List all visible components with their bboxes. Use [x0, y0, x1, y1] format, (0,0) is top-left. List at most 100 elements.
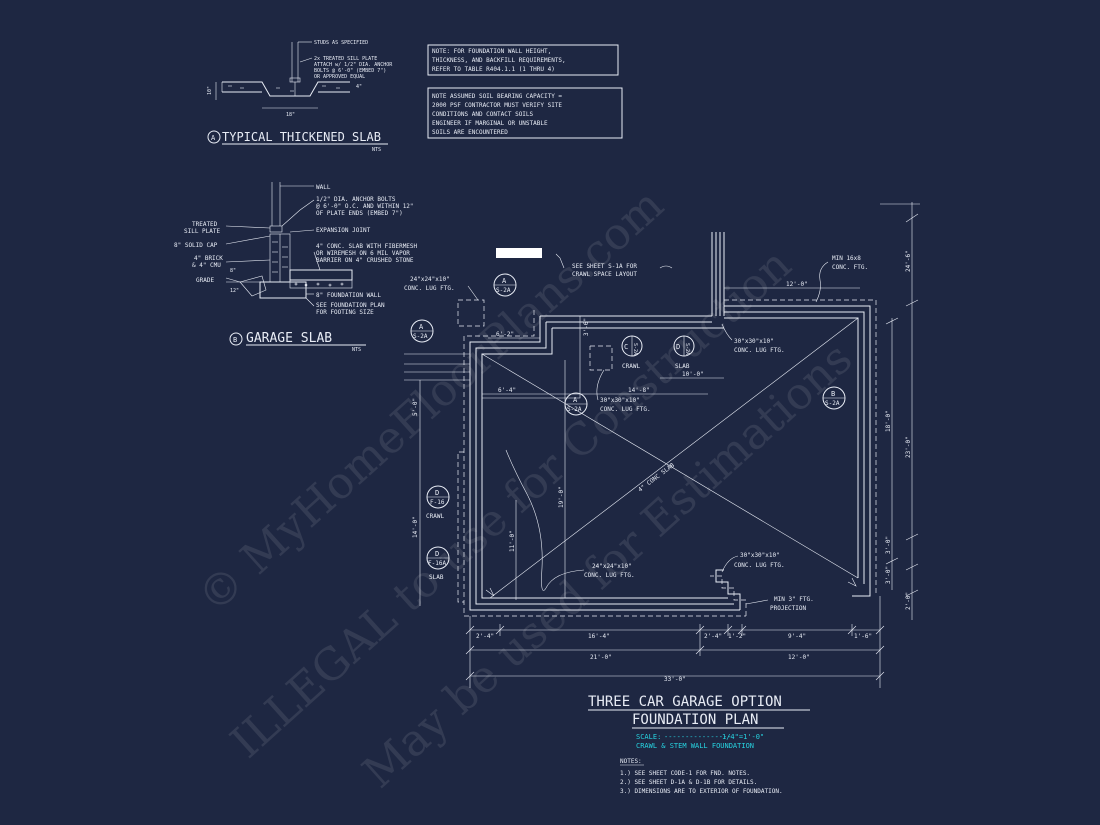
- detail-b-callout-right-10: SEE FOUNDATION PLAN: [316, 302, 385, 309]
- svg-text:C: C: [624, 343, 628, 351]
- detail-b-callout-right-3: @ 6'-0" O.C. AND WITHIN 12": [316, 203, 414, 210]
- general-notes: NOTES: 1.) SEE SHEET CODE-1 FOR FND. NOT…: [620, 758, 783, 795]
- section-tag-a-mid: A S-2A: [564, 392, 588, 416]
- detail-a-dim-width: 18": [286, 112, 295, 118]
- note1-line-3: REFER TO TABLE R404.1.1 (1 THRU 4): [432, 66, 555, 73]
- section-tag-a-left: A S-2A: [410, 319, 434, 343]
- svg-text:A: A: [573, 396, 578, 404]
- note2-line-2: 2000 PSF CONTRACTOR MUST VERIFY SITE: [432, 102, 562, 109]
- svg-text:SLAB: SLAB: [675, 363, 690, 370]
- dim-top-1: 6'-2": [496, 331, 514, 338]
- callout-lug-24-top-2: CONC. LUG FTG.: [404, 285, 455, 292]
- section-tag-d-slab: D S-2A SLAB: [673, 335, 695, 370]
- detail-a-callout-sill-4: OR APPROVED EQUAL: [314, 74, 365, 80]
- title-subtitle: CRAWL & STEM WALL FOUNDATION: [636, 742, 754, 750]
- dim-left-3: 11'-0": [509, 530, 516, 552]
- svg-text:B: B: [831, 390, 835, 398]
- dim-top-3: 3'-6": [583, 318, 590, 336]
- svg-text:SLAB: SLAB: [429, 574, 444, 581]
- foundation-plan: SEE SHEET S-1A FOR CRAWL SPACE LAYOUT 24…: [404, 202, 920, 688]
- dim-bottom-row2-1: 21'-0": [590, 654, 612, 661]
- notes-item-1: 1.) SEE SHEET CODE-1 FOR FND. NOTES.: [620, 770, 750, 777]
- detail-a-callout-studs: STUDS AS SPECIFIED: [314, 40, 368, 46]
- note-box-soil-bearing: NOTE ASSUMED SOIL BEARING CAPACITY = 200…: [427, 87, 623, 139]
- dim-right-3: 23'-0": [905, 436, 912, 458]
- dim-right-4: 3'-0": [885, 536, 892, 554]
- callout-lug-24-bot-2: CONC. LUG FTG.: [584, 572, 635, 579]
- section-tag-c-crawl: C S-2A CRAWL: [621, 335, 643, 370]
- note2-line-1: NOTE ASSUMED SOIL BEARING CAPACITY =: [432, 93, 562, 100]
- svg-text:CRAWL: CRAWL: [622, 363, 640, 370]
- dim-top-5: 10'-0": [682, 371, 704, 378]
- callout-lug-30-right-2: CONC. LUG FTG.: [734, 347, 785, 354]
- detail-b-callout-right-6: 4" CONC. SLAB WITH FIBERMESH: [316, 243, 418, 250]
- detail-b-callout-right-1: WALL: [316, 184, 331, 191]
- section-tag-d-crawl-left: D F-16 CRAWL: [426, 485, 450, 520]
- svg-text:D: D: [435, 550, 439, 558]
- dim-left-1: 5'-0": [412, 398, 419, 416]
- dim-left-4: 19'-0": [558, 486, 565, 508]
- note1-line-1: NOTE: FOR FOUNDATION WALL HEIGHT,: [432, 48, 551, 55]
- scale-dashes: ----------------: [664, 733, 731, 741]
- note2-line-3: CONDITIONS AND CONTACT SOILS: [432, 111, 534, 118]
- svg-text:F-16: F-16: [430, 499, 445, 506]
- dim-right-1: 24'-6": [905, 250, 912, 272]
- dim-right-2: 18'-0": [885, 410, 892, 432]
- callout-lug-24-bot-1: 24"x24"x10": [592, 563, 632, 570]
- note1-line-2: THICKNESS, AND BACKFILL REQUIREMENTS,: [432, 57, 566, 64]
- detail-b-dim-2: 12": [230, 288, 239, 294]
- detail-a-title: TYPICAL THICKENED SLAB: [222, 130, 381, 144]
- title-line-2: FOUNDATION PLAN: [632, 712, 758, 728]
- dim-top-6: 6'-4": [498, 387, 516, 394]
- redaction-box: [496, 248, 542, 258]
- callout-min-ftg-1: MIN 16x8: [832, 255, 861, 262]
- note2-line-5: SOILS ARE ENCOUNTERED: [432, 129, 508, 136]
- svg-text:S-2A: S-2A: [413, 333, 428, 340]
- dim-bottom-row1-5: 9'-4": [788, 633, 806, 640]
- detail-b-callout-right-8: BARRIER ON 4" CRUSHED STONE: [316, 257, 414, 264]
- dim-bottom-row1-4: 1'-2": [728, 633, 746, 640]
- dim-right-5: 3'-0": [885, 566, 892, 584]
- section-tag-a-top: A S-2A: [493, 273, 517, 297]
- dim-left-2: 14'-0": [412, 516, 419, 538]
- note2-line-4: ENGINEER IF MARGINAL OR UNSTABLE: [432, 120, 548, 127]
- detail-a-callout-sill-1: 2x TREATED SILL PLATE: [314, 56, 377, 62]
- detail-b-callout-left-1: TREATED: [192, 221, 218, 228]
- svg-text:S-2A: S-2A: [632, 343, 638, 355]
- callout-lug-30-bot-1: 30"x30"x10": [740, 552, 780, 559]
- svg-text:S-2A: S-2A: [567, 406, 582, 413]
- svg-text:CRAWL: CRAWL: [426, 513, 444, 520]
- detail-b-callout-right-9: 8" FOUNDATION WALL: [316, 292, 381, 299]
- svg-text:S-2A: S-2A: [825, 400, 840, 407]
- callout-lug-30-mid-2: CONC. LUG FTG.: [600, 406, 651, 413]
- callout-lug-24-top-1: 24"x24"x10": [410, 276, 450, 283]
- dim-bottom-row3: 33'-0": [664, 676, 686, 683]
- callout-see-sheet-2: CRAWL SPACE LAYOUT: [572, 271, 637, 278]
- detail-b-garage-slab: WALL 1/2" DIA. ANCHOR BOLTS @ 6'-0" O.C.…: [174, 182, 418, 353]
- detail-b-callout-left-6: GRADE: [196, 277, 214, 284]
- callout-lug-30-right-1: 30"x30"x10": [734, 338, 774, 345]
- detail-b-callout-right-2: 1/2" DIA. ANCHOR BOLTS: [316, 196, 396, 203]
- detail-b-callout-left-5: & 4" CMU: [192, 262, 221, 269]
- section-tag-b-right: B S-2A: [822, 386, 846, 410]
- detail-b-callout-right-4: OF PLATE ENDS (EMBED 7"): [316, 210, 403, 217]
- detail-b-callout-right-5: EXPANSION JOINT: [316, 227, 371, 234]
- scale-label: SCALE:: [636, 733, 661, 741]
- dim-top-2: 12'-0": [786, 281, 808, 288]
- detail-b-callout-left-2: SILL PLATE: [184, 228, 221, 235]
- svg-text:A: A: [502, 277, 507, 285]
- svg-text:D: D: [676, 343, 680, 351]
- dim-bottom-row1-3: 2'-4": [704, 633, 722, 640]
- detail-b-callout-left-4: 4" BRICK: [194, 255, 223, 262]
- notes-item-3: 3.) DIMENSIONS ARE TO EXTERIOR OF FOUNDA…: [620, 788, 783, 795]
- notes-heading: NOTES:: [620, 758, 642, 765]
- detail-a-tag: A: [211, 134, 216, 142]
- dim-bottom-row1-1: 2'-4": [476, 633, 494, 640]
- callout-projection-2: PROJECTION: [770, 605, 807, 612]
- detail-b-callout-left-3: 8" SOLID CAP: [174, 242, 218, 249]
- note-box-backfill: NOTE: FOR FOUNDATION WALL HEIGHT, THICKN…: [427, 44, 619, 76]
- svg-text:F-16A: F-16A: [428, 560, 446, 567]
- notes-item-2: 2.) SEE SHEET D-1A & D-1B FOR DETAILS.: [620, 779, 757, 786]
- title-block: THREE CAR GARAGE OPTION FOUNDATION PLAN …: [588, 694, 810, 750]
